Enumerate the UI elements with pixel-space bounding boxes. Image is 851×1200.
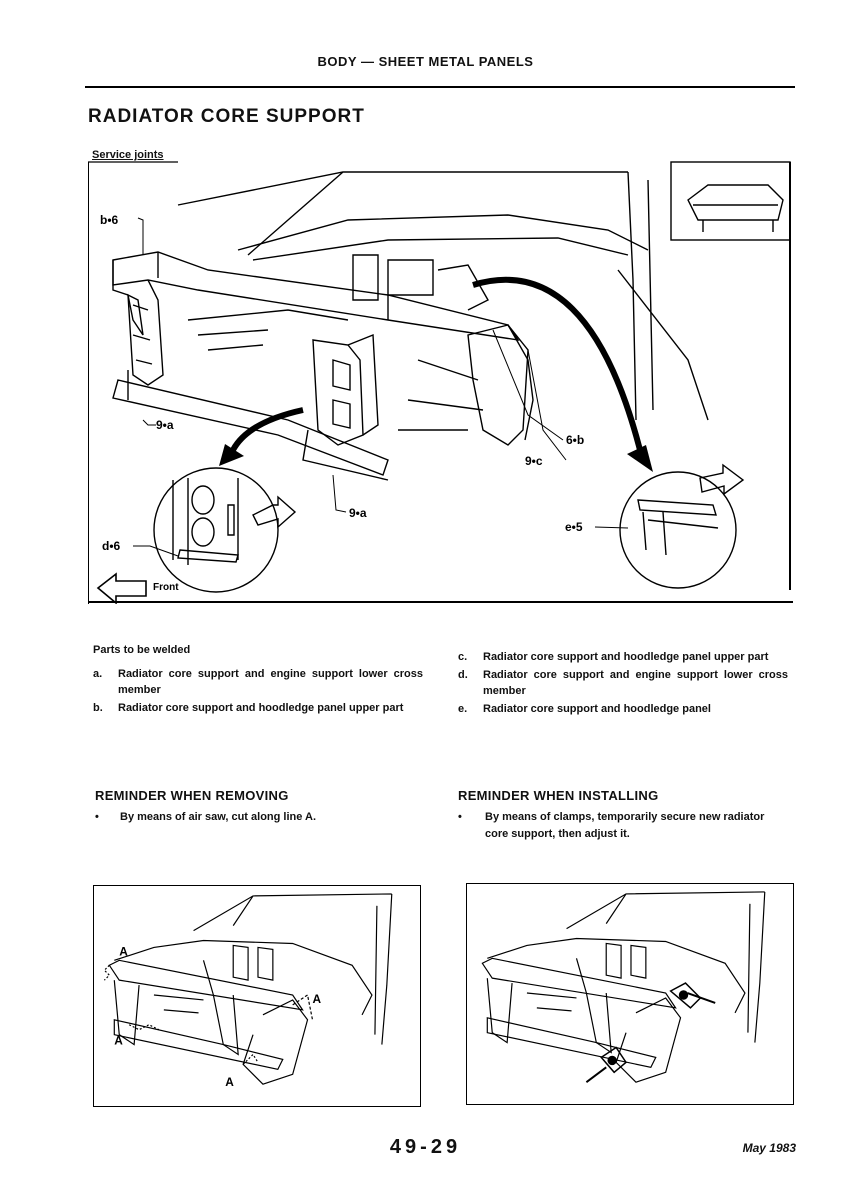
page-title: RADIATOR CORE SUPPORT [88,106,365,127]
part-text: Radiator core support and engine support… [483,669,788,697]
part-text: Radiator core support and hoodledge pane… [118,702,404,714]
part-text: Radiator core support and hoodledge pane… [483,651,769,663]
part-item-d: d. Radiator core support and engine supp… [458,667,788,699]
part-letter: c. [458,651,468,663]
cut-label-a: A [312,992,321,1006]
label-e5: e•5 [565,520,583,534]
section-header: BODY — SHEET METAL PANELS [317,54,534,69]
part-item-c: c. Radiator core support and hoodledge p… [458,649,788,665]
service-joints-figure: b•6 9•a 9•a 6•b 9•c d•6 e•5 Front [88,160,793,604]
header-rule [85,86,795,88]
reminder-removing-item: • By means of air saw, cut along line A. [95,809,430,826]
part-letter: b. [93,702,103,714]
reminder-installing-item: • By means of clamps, temporarily secure… [458,809,790,843]
removal-figure: A A A A [93,885,421,1107]
label-b6: b•6 [100,213,119,227]
label-9a-center: 9•a [349,506,367,520]
part-text: Radiator core support and hoodledge pane… [483,703,711,715]
label-d6: d•6 [102,539,121,553]
figure-caption: Service joints [92,149,164,161]
cut-label-a: A [119,944,128,958]
cut-label-a: A [114,1034,123,1048]
cut-label-a: A [225,1075,234,1089]
bullet: • [458,811,462,823]
reminder-installing: REMINDER WHEN INSTALLING • By means of c… [458,788,790,843]
part-letter: a. [93,668,103,680]
label-9a-left: 9•a [156,418,174,432]
part-item-e: e. Radiator core support and hoodledge p… [458,701,788,717]
part-item-a: a. Radiator core support and engine supp… [93,666,423,698]
label-9c: 9•c [525,454,543,468]
reminder-removing: REMINDER WHEN REMOVING • By means of air… [95,788,430,826]
part-item-b: b. Radiator core support and hoodledge p… [93,700,423,716]
reminder-removing-text: By means of air saw, cut along line A. [120,811,317,823]
installation-figure [466,883,794,1105]
reminder-installing-text: By means of clamps, temporarily secure n… [485,811,765,840]
reminder-installing-heading: REMINDER WHEN INSTALLING [458,788,659,803]
part-letter: e. [458,703,468,715]
label-front: Front [153,582,179,593]
parts-list-right: c. Radiator core support and hoodledge p… [458,649,788,719]
parts-list-left: a. Radiator core support and engine supp… [93,666,423,718]
parts-heading: Parts to be welded [93,644,191,656]
part-letter: d. [458,669,468,681]
label-6b: 6•b [566,433,584,447]
bullet: • [95,811,99,823]
page-number: 49-29 [389,1136,462,1158]
part-text: Radiator core support and engine support… [118,668,423,696]
reminder-removing-heading: REMINDER WHEN REMOVING [95,788,289,803]
page-date: May 1983 [742,1141,796,1155]
